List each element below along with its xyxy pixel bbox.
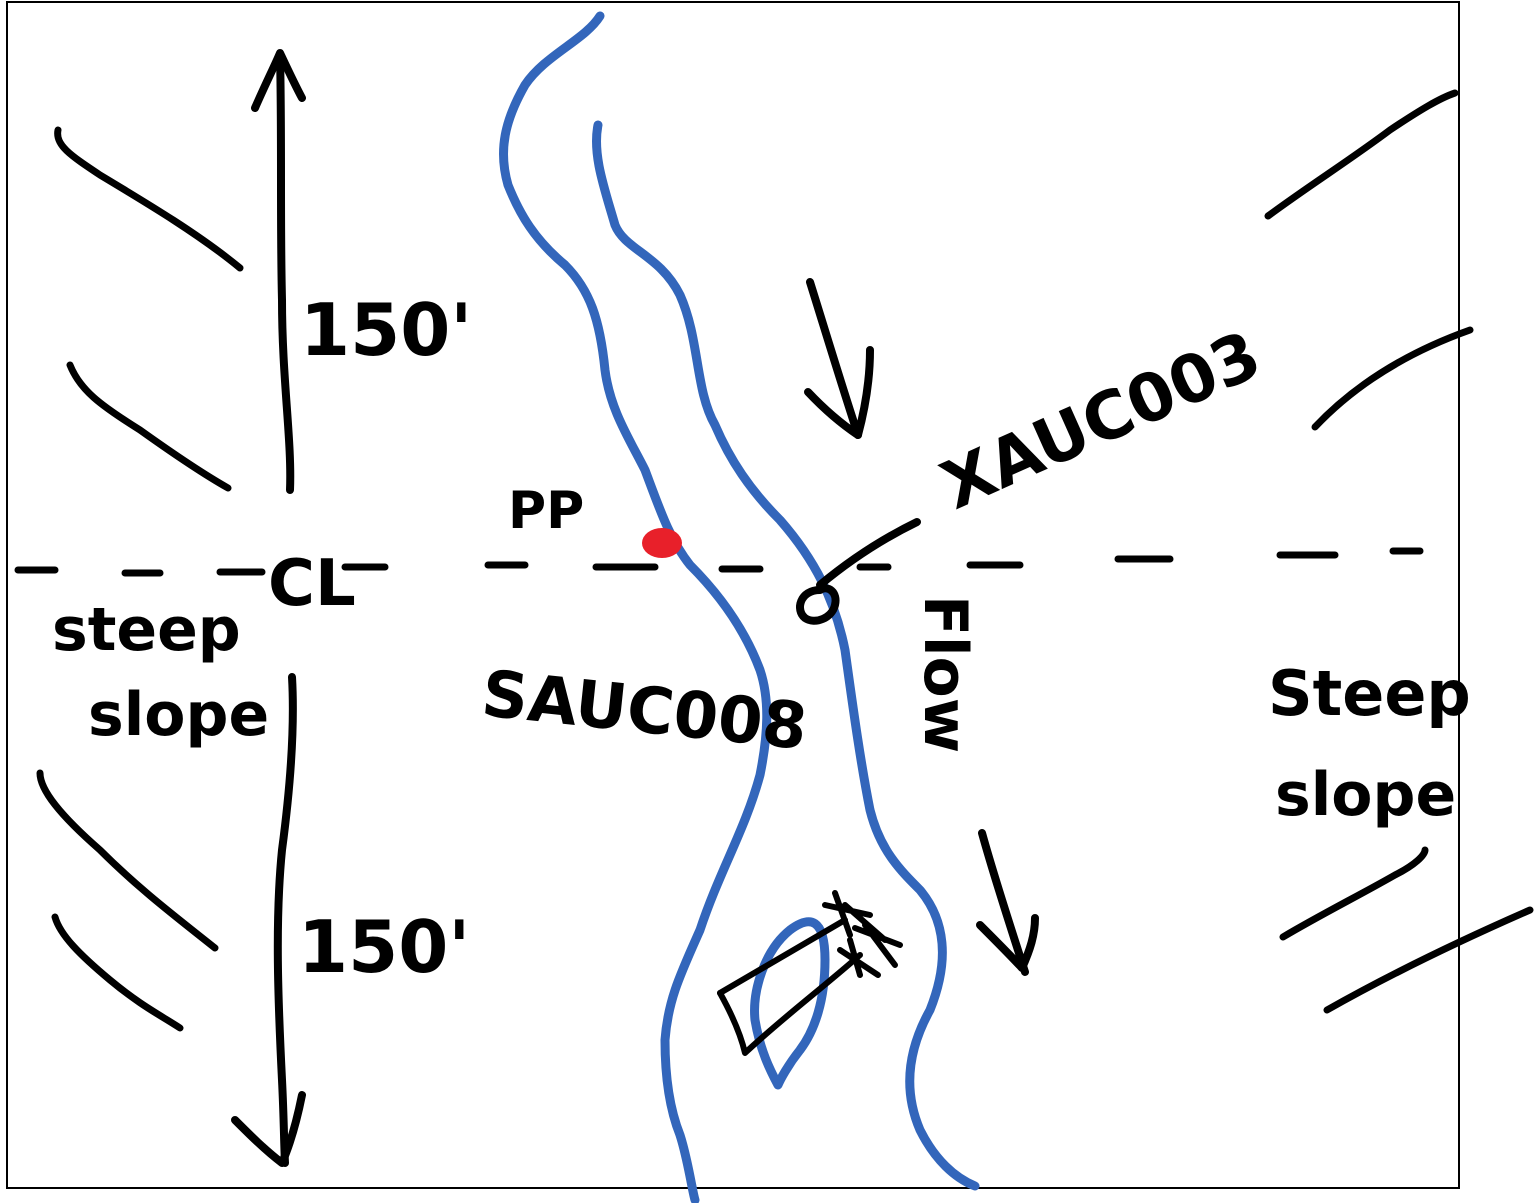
shrub-icon	[717, 890, 903, 1056]
flow-arrow-lower	[976, 829, 1039, 976]
centerline-label: CL	[268, 547, 356, 621]
steep-slope-left-line2: slope	[88, 680, 269, 750]
sketch-border	[6, 1, 1460, 1189]
site-leader-line	[796, 518, 921, 625]
steep-slope-left-line1: steep	[52, 595, 241, 665]
stream-right-bank	[591, 120, 980, 1191]
photo-point-marker-icon	[642, 528, 682, 558]
distance-arrow-up	[251, 49, 306, 494]
distance-label-lower: 150'	[298, 905, 470, 989]
steep-slope-right-line2: slope	[1275, 760, 1456, 830]
site-label-right: XAUC003	[930, 316, 1272, 525]
flow-arrow-upper	[804, 278, 874, 439]
slope-hatching-right	[1264, 89, 1534, 1014]
distance-label-upper: 150'	[300, 288, 472, 372]
stream-island	[750, 917, 830, 1090]
centerline-dashes	[14, 547, 1424, 577]
flow-label: Flow	[910, 595, 980, 753]
stream-left-bank	[499, 11, 772, 1203]
steep-slope-right-line1: Steep	[1268, 657, 1471, 730]
photo-point-label: PP	[508, 481, 584, 541]
slope-hatching-left	[36, 126, 244, 1032]
distance-arrow-down	[231, 673, 306, 1167]
